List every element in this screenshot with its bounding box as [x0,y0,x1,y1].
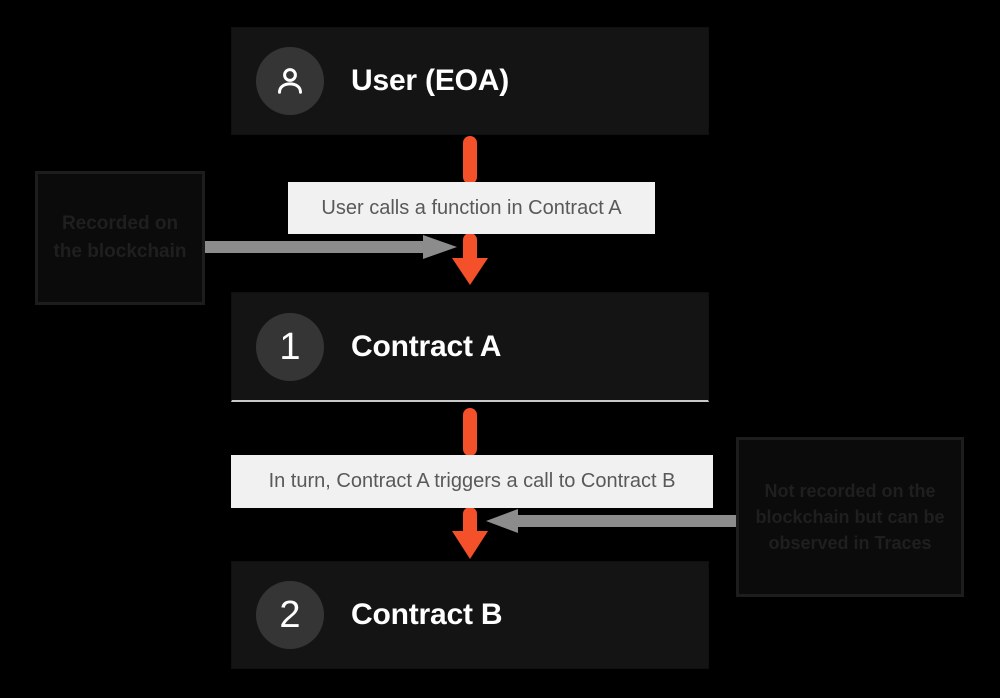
annotation-pointer-left [205,235,457,259]
annotation-not-recorded-on-chain: Not recorded on the blockchain but can b… [736,437,964,597]
annotation-pointer-right [486,509,736,533]
step-label-1: User calls a function in Contract A [288,182,655,234]
step-badge-1: 1 [256,312,324,381]
person-avatar [256,47,324,115]
step-badge-2-number: 2 [279,594,301,636]
step-badge-2: 2 [256,581,324,649]
flow-arrow-step1-to-contract-a [452,233,488,285]
person-icon [272,63,308,99]
flow-arrow-contract-a-to-step2 [463,408,477,456]
flow-arrow-step2-to-contract-b [452,507,488,559]
node-user-title: User (EOA) [351,64,510,97]
node-contract-a[interactable]: 1 Contract A [231,292,709,402]
node-contract-a-title: Contract A [351,329,502,363]
step-badge-1-number: 1 [279,325,301,368]
annotation-recorded-on-chain: Recorded on the blockchain [35,171,205,305]
node-contract-b[interactable]: 2 Contract B [231,561,709,669]
flow-arrow-user-to-step1 [463,136,477,184]
node-contract-b-title: Contract B [351,598,503,631]
step-label-2: In turn, Contract A triggers a call to C… [231,455,713,508]
node-user[interactable]: User (EOA) [231,27,709,135]
